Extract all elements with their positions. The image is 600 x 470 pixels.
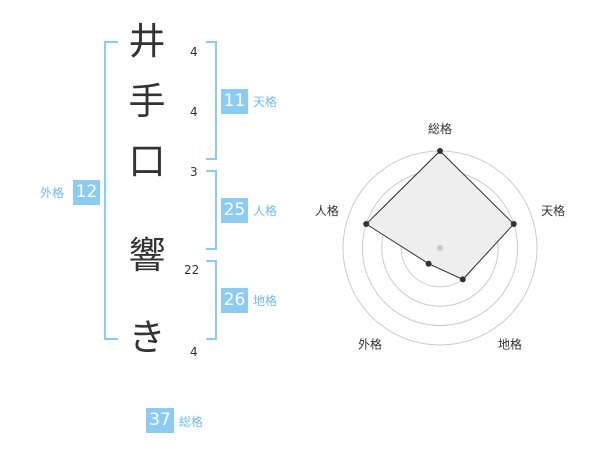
- tenkaku-bracket: [206, 41, 217, 160]
- radar-axis-label: 外格: [358, 336, 382, 351]
- radar-point-5: [363, 221, 370, 228]
- name-char-4: 響: [128, 234, 166, 277]
- radar-axis-label: 人格: [315, 203, 339, 218]
- radar-axis-label: 地格: [498, 336, 522, 351]
- gaikaku-label: 外格: [40, 186, 65, 200]
- tenkaku-value: 11: [221, 89, 248, 114]
- radar-point-1: [437, 148, 443, 154]
- radar-axis-label: 総格: [428, 121, 452, 136]
- chikaku-value: 26: [221, 288, 248, 313]
- jinkaku-value: 25: [221, 198, 248, 223]
- radar-point-3: [459, 276, 466, 283]
- stroke-count-4: 22: [184, 263, 200, 277]
- radar-axis-label: 天格: [541, 203, 565, 218]
- stroke-count-5: 4: [190, 345, 198, 359]
- radar-center-dot: [437, 245, 443, 251]
- jinkaku-label: 人格: [253, 204, 278, 218]
- gaikaku-bracket: [104, 41, 118, 340]
- chikaku-bracket: [206, 260, 217, 340]
- radar-points: [363, 148, 517, 283]
- name-char-2: 手: [128, 80, 166, 123]
- stroke-count-2: 4: [190, 105, 198, 119]
- jinkaku-bracket: [206, 170, 217, 250]
- tenkaku-label: 天格: [253, 95, 278, 109]
- soukaku-value: 37: [146, 408, 174, 433]
- name-char-5: き: [128, 316, 166, 359]
- gaikaku-value: 12: [73, 180, 100, 205]
- radar-data-area: [365, 150, 515, 280]
- radar-point-4: [425, 260, 432, 267]
- soukaku-label: 総格: [179, 415, 204, 429]
- chikaku-label: 地格: [253, 294, 278, 308]
- stroke-count-3: 3: [190, 165, 198, 179]
- radar-point-2: [510, 221, 517, 228]
- name-char-3: 口: [128, 140, 166, 183]
- stroke-count-1: 4: [190, 45, 198, 59]
- name-char-1: 井: [128, 20, 166, 63]
